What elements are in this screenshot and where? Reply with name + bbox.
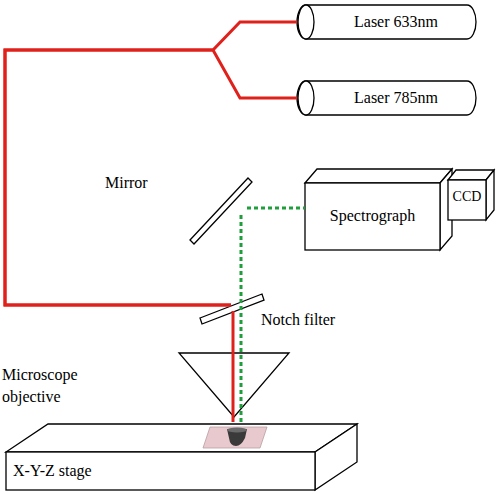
notch-filter-outline [196, 288, 268, 328]
spectrograph: Spectrograph [305, 183, 440, 250]
laser-beam [233, 311, 234, 422]
scattered-light [247, 208, 305, 209]
laser-beam [5, 22, 297, 305]
node-label: Laser 633nm [317, 11, 475, 33]
node-label: Microscope objective [2, 364, 98, 408]
laser-source: Laser 785nm [297, 80, 477, 116]
xyz-stage-outline [5, 422, 360, 492]
node-label: Laser 785nm [317, 87, 475, 109]
microscope-objective-outline [178, 352, 290, 418]
mirror: Mirror [235, 202, 247, 214]
mirror-outline [185, 174, 257, 246]
notch-filter: Notch filter [231, 299, 243, 311]
node-label: X-Y-Z stage [13, 460, 163, 482]
xyz-stage: X-Y-Z stage [5, 422, 360, 492]
scattered-light [241, 214, 242, 422]
node-label: Mirror [105, 172, 175, 194]
node-label: CCD [446, 186, 488, 208]
node-label: Spectrograph [305, 205, 440, 227]
laser-source: Laser 633nm [297, 4, 477, 40]
ccd-camera: CCD [448, 180, 486, 220]
node-label: Notch filter [261, 309, 371, 331]
microscope-objective: Microscope objective [178, 352, 290, 418]
laser-beam [5, 50, 297, 305]
